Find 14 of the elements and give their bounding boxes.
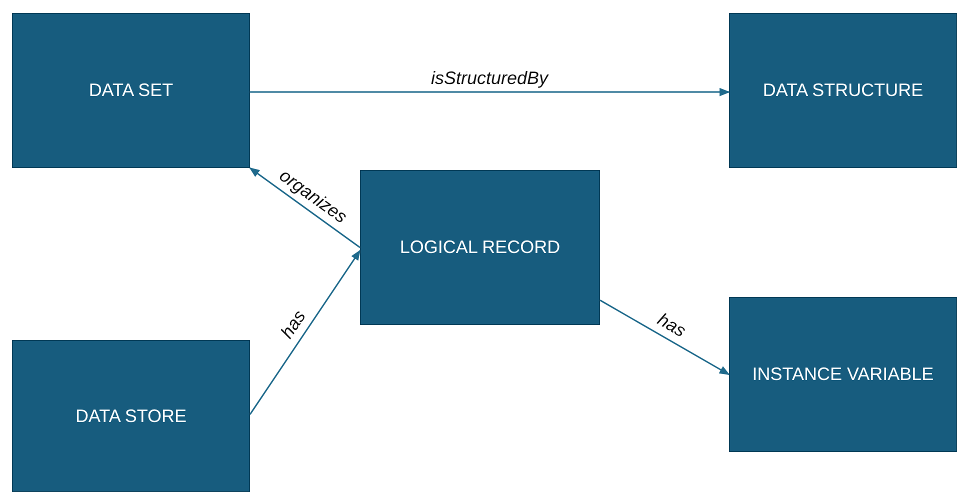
entity-box	[12, 340, 250, 492]
entity-name: INSTANCE VARIABLE	[752, 364, 934, 385]
entity-box	[12, 13, 250, 168]
entity-box	[729, 13, 957, 168]
arrow	[600, 300, 730, 376]
entity-name: DATA STRUCTURE	[762, 80, 924, 101]
entity-box	[729, 297, 957, 452]
entity-name: DATA SET	[88, 80, 174, 101]
entity-box	[360, 170, 600, 325]
entity-name: LOGICAL RECORD	[400, 237, 560, 258]
arrow	[249, 167, 360, 248]
entity-name: DATA STORE	[75, 406, 187, 426]
arrow	[250, 88, 730, 96]
arrow	[249, 250, 361, 415]
